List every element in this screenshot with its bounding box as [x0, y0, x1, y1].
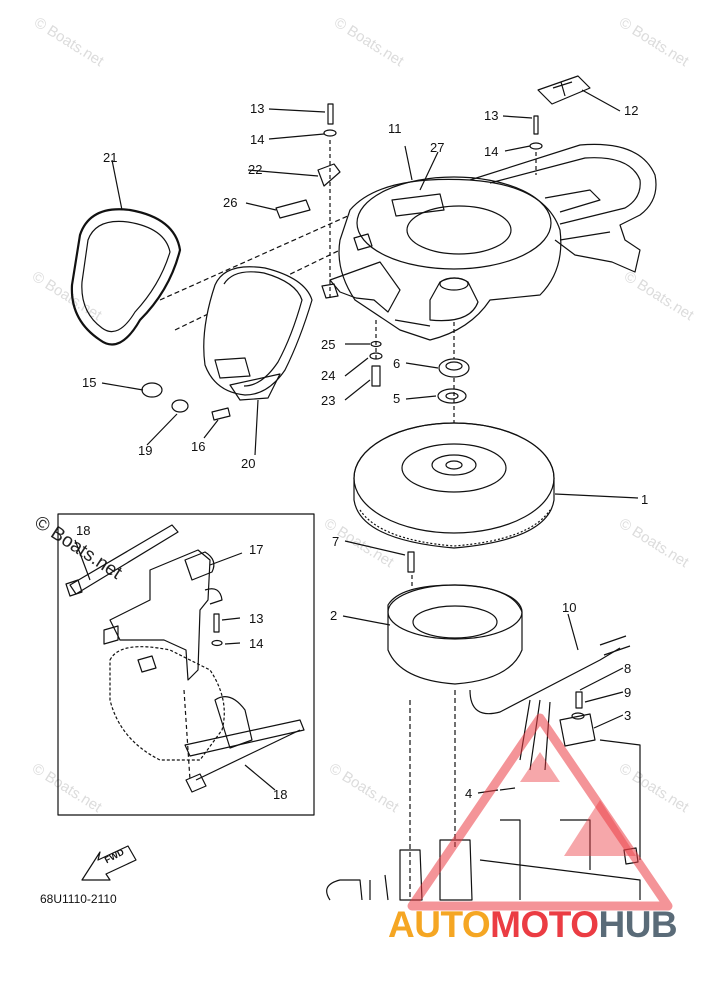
callout-19: 19	[138, 443, 153, 458]
callout-22: 22	[248, 162, 263, 177]
flywheel	[353, 422, 555, 549]
callout-15: 15	[82, 375, 97, 390]
stator	[387, 584, 523, 685]
callout-8: 8	[624, 661, 632, 676]
plate	[537, 75, 591, 105]
callout-2: 2	[330, 608, 338, 623]
callout-1: 1	[641, 492, 649, 507]
callout-11: 11	[388, 121, 402, 136]
callout-3: 3	[624, 708, 632, 723]
callout-6: 6	[393, 356, 401, 371]
callout-13b: 13	[484, 108, 499, 123]
inset-bracket	[65, 524, 305, 793]
inset-callout-13: 13	[249, 611, 264, 626]
callout-21: 21	[103, 150, 118, 165]
callout-25: 25	[321, 337, 336, 352]
callout-16: 16	[191, 439, 206, 454]
callout-13: 13	[250, 101, 265, 116]
part-code: 68U1110-2110	[40, 892, 117, 906]
callout-14: 14	[250, 132, 265, 147]
brand-part-1: AUTO	[388, 904, 491, 945]
callout-7: 7	[332, 534, 340, 549]
brand-logo: AUTOMOTOHUB	[388, 904, 678, 945]
callout-24: 24	[321, 368, 336, 383]
fwd-arrow	[81, 845, 137, 881]
brand-logo-mark	[407, 713, 673, 911]
callout-23: 23	[321, 393, 336, 408]
callout-27: 27	[430, 140, 445, 155]
inset-callout-18-bottom: 18	[273, 787, 288, 802]
flywheel-cover	[321, 143, 657, 341]
inset-callout-14: 14	[249, 636, 264, 651]
brand-part-3: HUB	[598, 904, 678, 945]
callout-4: 4	[465, 786, 473, 801]
inset-callout-18-top: 18	[76, 523, 91, 538]
callout-26: 26	[223, 195, 238, 210]
callout-5: 5	[393, 391, 401, 406]
brand-part-2: MOTO	[490, 904, 599, 945]
callout-12: 12	[624, 103, 639, 118]
cover-shroud	[203, 266, 313, 401]
inset-callout-17: 17	[249, 542, 264, 557]
inset-frame	[57, 513, 315, 816]
callout-9: 9	[624, 685, 632, 700]
callout-14b: 14	[484, 144, 499, 159]
seal-ring	[70, 208, 182, 346]
callout-20: 20	[241, 456, 256, 471]
callout-10: 10	[562, 600, 577, 615]
